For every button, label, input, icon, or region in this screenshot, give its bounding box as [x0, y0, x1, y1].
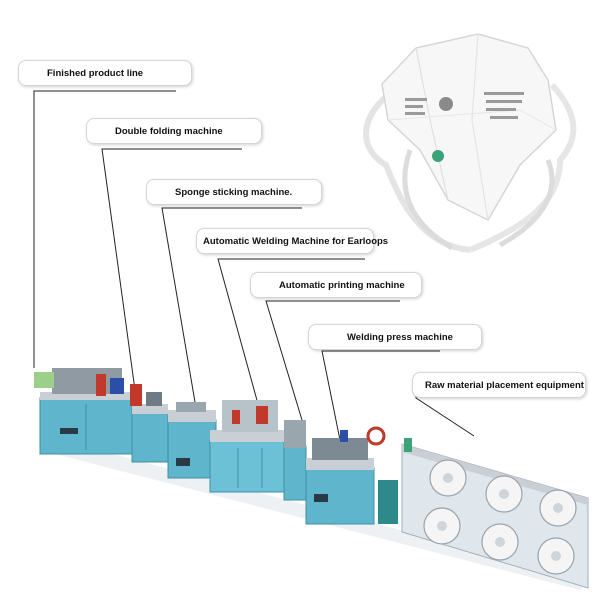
label-double-folding-machine: Double folding machine — [86, 118, 262, 144]
label-sponge-sticking-machine: Sponge sticking machine. — [146, 179, 322, 205]
valve-dot — [432, 150, 444, 162]
label-text: Welding press machine — [347, 331, 453, 343]
label-earloop-welding-machine: Automatic Welding Machine for Earloops — [196, 228, 388, 254]
label-text: Finished product line — [47, 67, 144, 79]
label-automatic-printing-machine: Automatic printing machine — [250, 272, 422, 298]
label-text: Double folding machine — [115, 125, 223, 137]
label-text: Raw material placement equipment — [425, 379, 584, 391]
label-raw-material-placement: Raw material placement equipment — [412, 372, 586, 398]
label-welding-press-machine: Welding press machine — [308, 324, 482, 350]
mask-illustration — [363, 33, 577, 253]
label-text: Sponge sticking machine. — [175, 186, 293, 198]
machinery — [34, 368, 590, 590]
label-text: Automatic Welding Machine for Earloops — [203, 235, 389, 247]
label-text: Automatic printing machine — [279, 279, 405, 291]
label-finished-product-line: Finished product line — [18, 60, 192, 86]
leader-lines — [33, 90, 475, 441]
